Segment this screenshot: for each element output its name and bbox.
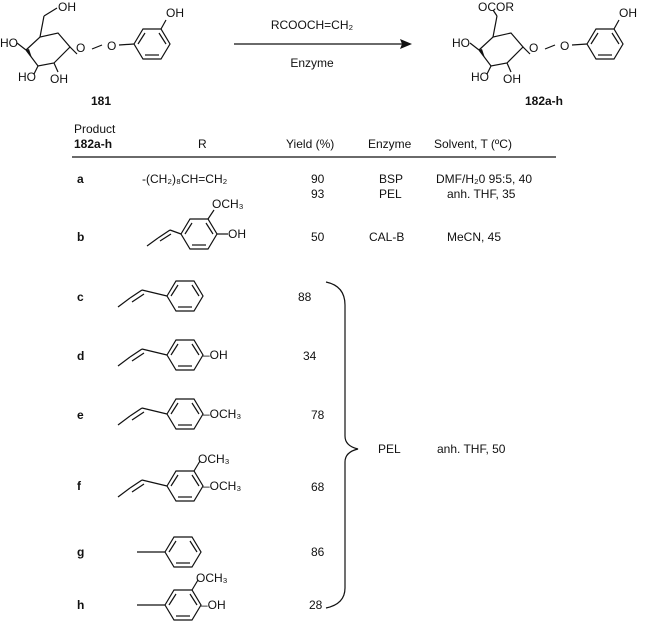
row-f-och3-top: OCH₃ (198, 452, 230, 466)
group-brace (325, 281, 359, 609)
ho-label-181-b: HO (18, 70, 36, 84)
row-h-oh: –OH (201, 598, 226, 612)
row-d-yield: 34 (303, 349, 317, 363)
r-structure-g (137, 536, 202, 568)
row-b-enzyme: CAL-B (369, 230, 405, 244)
row-e-och3: –OCH₃ (203, 407, 242, 421)
header-enzyme: Enzyme (368, 137, 412, 151)
row-b-och3: OCH₃ (212, 197, 244, 211)
glyco-o-label-181: O (107, 39, 117, 53)
row-a-enzyme-2: PEL (379, 187, 402, 201)
row-a-r: -(CH₂)₈CH=CH₂ (142, 172, 228, 186)
row-h-yield: 28 (309, 598, 323, 612)
row-c-yield: 88 (298, 290, 312, 304)
header-r: R (198, 137, 207, 151)
reagent-label: RCOOCH=CH₂ (270, 18, 354, 32)
oh-label-181-c: OH (58, 0, 76, 14)
row-b-solvent: MeCN, 45 (447, 230, 502, 244)
r-structure-b (146, 209, 228, 250)
phenol-ring-182 (571, 19, 624, 60)
oh-label-181: OH (166, 6, 184, 20)
r-structure-e (117, 398, 204, 430)
row-a-solvent-1: DMF/H₂0 95:5, 40 (436, 172, 533, 186)
r-structure-h (137, 579, 202, 621)
ho-label-182-b: HO (471, 70, 489, 84)
row-c-id: c (77, 290, 84, 304)
row-e-yield: 78 (311, 408, 325, 422)
oh-label-181-b: OH (50, 72, 68, 86)
row-d-id: d (77, 349, 85, 363)
group-solvent: anh. THF, 50 (437, 442, 506, 456)
phenol-ring-181 (118, 19, 171, 60)
glyco-o-label-182: O (560, 39, 570, 53)
ocor-label: OCOR (478, 0, 514, 14)
ring-o-label-182: O (529, 41, 539, 55)
ring-o-label-181: O (76, 41, 86, 55)
arrow-head (400, 39, 412, 49)
r-structure-f (117, 460, 204, 502)
r-structure-c (117, 280, 204, 312)
ho-label-182: HO (452, 36, 470, 50)
oh-label-182: OH (619, 6, 637, 20)
glucose-ring-182 (469, 9, 556, 75)
ho-label-181: HO (0, 36, 18, 50)
row-h-id: h (77, 598, 85, 612)
row-a-id: a (77, 172, 84, 186)
row-a-solvent-2: anh. THF, 35 (447, 187, 516, 201)
header-product-top: Product (74, 122, 116, 136)
compound-182-label: 182a-h (524, 94, 564, 108)
header-yield: Yield (%) (286, 137, 335, 151)
row-f-och3: –OCH₃ (203, 479, 242, 493)
group-enzyme: PEL (378, 442, 401, 456)
row-e-id: e (77, 408, 84, 422)
row-a-yield-2: 93 (311, 187, 325, 201)
row-f-id: f (77, 479, 81, 493)
oh-label-182-b: OH (503, 72, 521, 86)
row-b-yield: 50 (311, 230, 325, 244)
row-h-och3: OCH₃ (196, 571, 228, 585)
row-a-enzyme-1: BSP (379, 172, 404, 186)
row-d-oh: –OH (203, 348, 228, 362)
row-a-yield-1: 90 (311, 172, 325, 186)
wedge-bond-182 (479, 49, 485, 58)
wedge-bond-181 (26, 49, 32, 58)
row-b-id: b (77, 230, 85, 244)
glucose-ring-181 (16, 7, 103, 75)
row-g-id: g (77, 545, 85, 559)
catalyst-label: Enzyme (290, 56, 334, 70)
compound-181-label: 181 (90, 94, 112, 108)
row-b-oh: OH (228, 227, 246, 241)
r-structure-d (117, 339, 204, 371)
header-solvent: Solvent, T (ºC) (434, 137, 512, 151)
header-product: 182a-h (74, 137, 113, 151)
row-g-yield: 86 (311, 545, 325, 559)
row-f-yield: 68 (311, 480, 325, 494)
